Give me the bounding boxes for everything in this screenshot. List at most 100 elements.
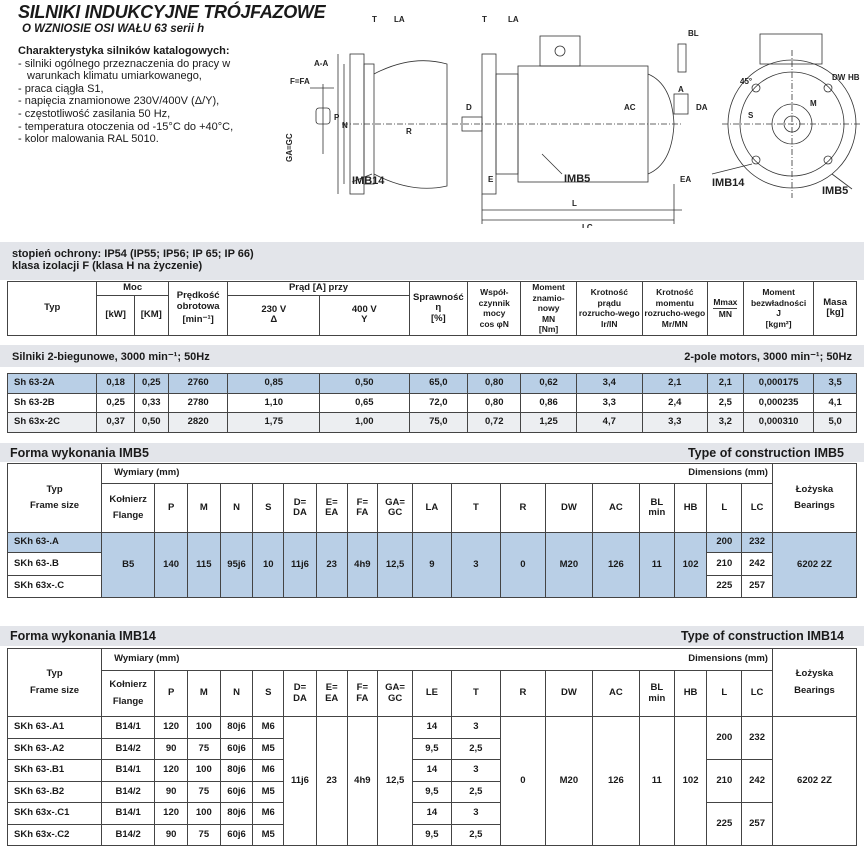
col-hb: HB [673,483,708,534]
frame-label: Frame size [29,684,80,696]
col-lc: LC [741,670,773,717]
cell: B14/1 [101,759,156,782]
col-d: D=DA [283,483,317,534]
col-hb: HB [673,670,708,717]
pole-band-right: 2-pole motors, 3000 min⁻¹; 50Hz [684,351,852,363]
cell: 12,5 [377,716,413,846]
cell: 0,000175 [742,373,815,394]
motor-header-table: Typ Moc Prędkość obrotowa[min⁻¹] Prąd [A… [6,281,857,336]
bl-label: BL [650,682,664,693]
cell: 75,0 [408,412,469,433]
cell: 0,86 [520,392,577,414]
col-r: R [499,483,546,534]
col-t: T [450,670,501,717]
cell: 115 [186,532,221,598]
col-mass: Masa[kg] [813,281,857,336]
cell: M6 [252,759,285,782]
protection-band [0,242,864,280]
kol-label: Kołnierz [109,679,147,690]
flange-label: Flange [112,510,144,522]
label-da: DA [696,103,708,112]
cell: 242 [741,759,773,803]
cell: 90 [154,823,188,846]
cell: M5 [252,737,285,760]
eff-sym: η [435,302,442,313]
cell: SKh 63-.B1 [6,759,103,782]
cell: 126 [591,716,640,846]
cell: SKh 63-.A [6,532,103,554]
cell: Sh 63x-2C [6,412,98,433]
table-row: SKh 63x-.C 225 257 [6,574,857,599]
cell: 3,5 [813,373,857,394]
cell: 225 [706,574,743,599]
col-p: P [154,670,188,717]
label-la2: LA [508,15,519,24]
wymiary-label: Wymiary (mm) [101,462,317,485]
imb14-title-left: Forma wykonania IMB14 [10,629,156,643]
cell: 90 [154,780,188,803]
cell: M20 [544,716,593,846]
cell: 1,75 [227,412,321,433]
eff-unit: [%] [430,312,446,324]
start-torque-sym: Mr/MN [661,318,688,329]
cell: M5 [252,780,285,803]
label-m: M [810,99,817,108]
cell: 102 [673,532,708,598]
imb5-title-left: Forma wykonania IMB5 [10,446,149,460]
characteristic-item: - temperatura otoczenia od -15°C do +40°… [18,120,234,133]
col-r: R [499,670,546,717]
ea-label: EA [325,692,339,704]
table-row: SKh 63-.B2 B14/2 90 75 60j6 M5 9,5 2,5 [6,780,857,803]
label-d: D [466,103,472,112]
start-current-sym: Ir/IN [601,318,618,329]
col-le: LE [411,670,452,717]
cell: B14/2 [101,737,156,760]
gc-label: GC [387,692,403,704]
table-row: SKh 63-.A1 B14/1 120 100 80j6 M6 11j6 23… [6,716,858,846]
col-la: LA [411,483,452,534]
cell: 0,80 [467,392,522,414]
cell: 11 [638,532,675,598]
mmax-label: Mmax [713,297,738,309]
cell: SKh 63x-.C2 [6,823,103,846]
label-l: L [572,199,577,208]
label-deg: 45° [740,77,752,86]
cell: 0,72 [467,412,522,433]
imb14-title-right: Type of construction IMB14 [681,629,844,643]
typ-label: Typ [46,668,63,679]
cell: SKh 63-.B [6,552,103,576]
v400-label: 400 V [351,303,377,315]
torque-label: Moment znamio-nowy [532,282,565,313]
mass-unit: [kg] [826,307,844,319]
col-f: F=FA [346,670,379,717]
cell: 0,000310 [742,412,815,433]
speed-unit: [min⁻¹] [182,314,214,325]
mmax-sub: MN [718,308,732,319]
start-torque-label: Krotność momentu rozrucho-wego [644,287,706,319]
cell: 3 [450,802,501,825]
v230-label: 230 V [261,303,287,315]
cell: 200 [706,532,743,554]
protection-line: stopień ochrony: IP54 (IP55; IP56; IP 65… [12,248,254,260]
cell: 126 [591,532,640,598]
insulation-line: klasa izolacji F (klasa H na życzenie) [12,260,203,272]
cell: 12,5 [377,532,413,598]
cell: 232 [741,716,773,760]
cell: 90 [154,737,188,760]
col-current: Prąd [A] przy [227,281,410,296]
imb5-title-band [0,443,864,462]
label-n: N [342,121,348,130]
cell: 60j6 [219,737,254,760]
cell: 80j6 [219,759,254,782]
bl-min-label: min [648,507,666,519]
cell: 2,5 [450,823,501,846]
